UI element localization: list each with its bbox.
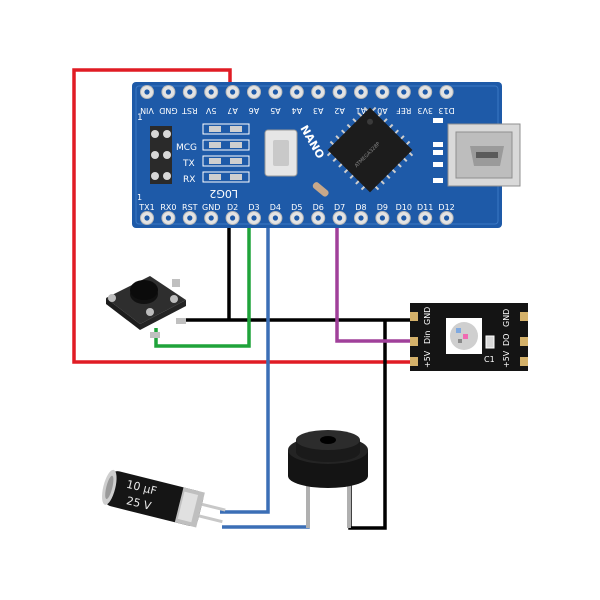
bottom-pin-hole-center — [272, 215, 278, 221]
top-pin-hole-center — [315, 89, 321, 95]
bottom-pin-label: GND — [202, 203, 220, 212]
microcontroller-chip: ATMEGA328P — [326, 106, 414, 193]
bottom-pin-hole-center — [251, 215, 257, 221]
bottom-pin-hole-center — [444, 215, 450, 221]
top-pin-label: A1 — [356, 106, 367, 115]
top-pin-hole-center — [337, 89, 343, 95]
top-pin-label: A3 — [313, 106, 324, 115]
top-pin-hole-center — [251, 89, 257, 95]
pixel-cap-label: C1 — [484, 355, 495, 364]
pixel-pin-right-5v: +5V — [502, 350, 511, 368]
wire-data-purple — [335, 218, 410, 343]
top-pin-hole-center — [230, 89, 236, 95]
top-pin-label: A2 — [334, 106, 345, 115]
status-leds: MCG TX RX — [176, 123, 250, 185]
bottom-pin-label: RST — [182, 203, 198, 212]
rgb-led-pixel: +5V Din GND C1 +5V DO GND — [410, 303, 528, 371]
top-pin-hole-center — [208, 89, 214, 95]
bottom-pin-holes — [140, 211, 454, 225]
bottom-pin-label: D5 — [291, 203, 302, 212]
bottom-pin-hole-center — [187, 215, 193, 221]
top-pin-hole-center — [401, 89, 407, 95]
bottom-pin-label: D6 — [313, 203, 324, 212]
top-pin-hole-center — [144, 89, 150, 95]
bottom-pin-label: RX0 — [160, 203, 176, 212]
wire-buzzer-blue — [220, 218, 270, 514]
bottom-pin-label: D4 — [270, 203, 281, 212]
bottom-pin-label: D3 — [248, 203, 259, 212]
wire-buzzer-blue-2 — [222, 478, 310, 529]
top-pin-label: 5V — [205, 106, 216, 115]
top-pin-label: VIN — [140, 106, 154, 115]
bottom-pin-label: TX1 — [138, 203, 154, 212]
bottom-pin-hole-center — [358, 215, 364, 221]
top-pin-label: 3V3 — [417, 106, 433, 115]
bottom-pin-hole-center — [315, 215, 321, 221]
top-pin-label: REF — [396, 106, 412, 115]
top-pin-hole-center — [358, 89, 364, 95]
svg-text:1: 1 — [137, 193, 142, 202]
bottom-pin-label: D11 — [417, 203, 433, 212]
led-label-rx: RX — [183, 175, 195, 185]
nano-board — [132, 82, 502, 228]
bottom-pin-hole-center — [208, 215, 214, 221]
bottom-pin-label: D8 — [355, 203, 366, 212]
pixel-pin-right-gnd: GND — [502, 309, 511, 327]
reset-button — [264, 129, 298, 177]
top-pin-hole-center — [422, 89, 428, 95]
top-pin-hole-center — [444, 89, 450, 95]
pixel-pin-right-do: DO — [502, 334, 511, 346]
bottom-pin-label: D12 — [438, 203, 454, 212]
led-label-tx: TX — [182, 159, 195, 169]
top-pin-label: A4 — [292, 106, 303, 115]
bottom-pin-hole-center — [294, 215, 300, 221]
bottom-pin-hole-center — [165, 215, 171, 221]
wire-gnd-buzzer — [348, 320, 387, 530]
top-pin-labels: VIN GND RST 5V A7 A6 A5 A4 A3 A2 A1 A0 REF 3V3 D13 — [140, 106, 455, 115]
electrolytic-capacitor: 10 μF 25 V — [102, 469, 226, 528]
bottom-pin-hole-center — [422, 215, 428, 221]
wire-gnd-black — [184, 218, 410, 322]
top-pin-label: A5 — [270, 106, 281, 115]
icsp-header: 1 1 — [137, 113, 172, 202]
bottom-pin-hole-center — [337, 215, 343, 221]
bottom-pin-hole-center — [401, 215, 407, 221]
top-pin-hole-center — [272, 89, 278, 95]
top-pin-hole-center — [294, 89, 300, 95]
piezo-buzzer — [288, 430, 368, 528]
pixel-pin-left-din: Din — [423, 331, 432, 344]
top-pin-label: A0 — [377, 106, 388, 115]
bottom-pin-label: D10 — [396, 203, 412, 212]
board-id-label: L0G2 — [209, 187, 238, 200]
top-pin-hole-center — [165, 89, 171, 95]
bottom-pin-label: D9 — [377, 203, 388, 212]
capacitor-voltage-label: 25 V — [125, 494, 153, 513]
push-button — [106, 276, 186, 338]
crystal — [312, 182, 329, 197]
bottom-pin-label: D2 — [227, 203, 238, 212]
pixel-pin-left-gnd: GND — [423, 307, 432, 325]
top-pin-label: GND — [159, 106, 177, 115]
wire-5v-red — [72, 68, 410, 364]
top-pin-label: RST — [182, 106, 198, 115]
bottom-pin-labels: TX1 RX0 RST GND D2 D3 D4 D5 D6 D7 D8 D9 D10 D11 D12 — [138, 203, 455, 212]
wire-button-green — [154, 218, 251, 348]
top-pin-label: A7 — [227, 106, 238, 115]
top-pin-holes — [140, 85, 454, 99]
wires — [72, 68, 410, 530]
led-label-mcg: MCG — [176, 143, 197, 153]
usb-connector — [447, 123, 521, 187]
top-pin-hole-center — [379, 89, 385, 95]
bottom-pin-hole-center — [230, 215, 236, 221]
svg-text:1: 1 — [137, 113, 143, 123]
bottom-pin-hole-center — [379, 215, 385, 221]
pixel-pin-left-5v: +5V — [423, 350, 432, 368]
top-pin-label: D13 — [438, 106, 454, 115]
bottom-pin-hole-center — [144, 215, 150, 221]
top-pin-hole-center — [187, 89, 193, 95]
top-pin-label: A6 — [249, 106, 260, 115]
bottom-pin-label: D7 — [334, 203, 345, 212]
